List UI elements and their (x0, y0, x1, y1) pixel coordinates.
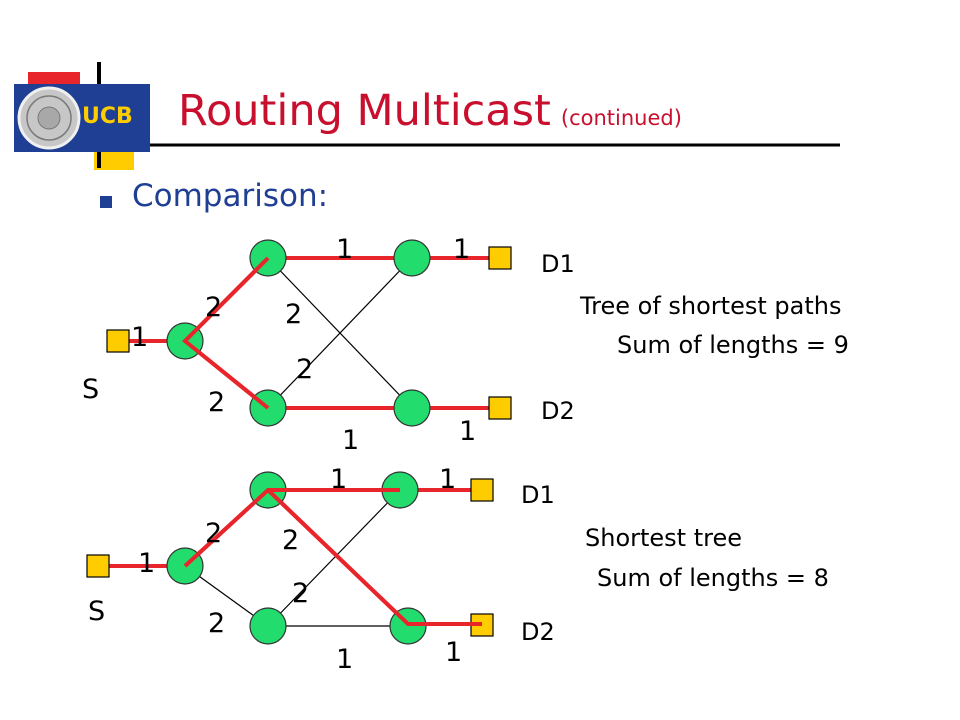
title-suffix: (continued) (560, 106, 682, 130)
d1-edge-label-c-d: 2 (296, 354, 314, 385)
logo-text: UCB (82, 104, 133, 129)
tree-path-b-a-c (182, 256, 270, 410)
edge-c-d (267, 257, 413, 409)
tree-path-b-e-d2 (266, 488, 482, 626)
bullet-marker (100, 196, 112, 208)
d1-edge-label-b-e: 2 (285, 299, 303, 330)
dest2-node (488, 396, 512, 420)
slide-title: Routing Multicast (continued) (178, 86, 682, 136)
router-node-d (393, 239, 431, 277)
d1-edge-label-a-c: 2 (208, 387, 226, 418)
d2-edge-label-s-a: 1 (138, 548, 156, 579)
d2-edge-label-b-e: 2 (282, 525, 300, 556)
d2-edge-label-d-d1: 1 (439, 464, 457, 495)
d1-caption-line2: Sum of lengths = 9 (617, 331, 849, 359)
d2-dest1-label: D1 (521, 481, 555, 509)
d2-edge-label-e-d2: 1 (445, 637, 463, 668)
d1-dest2-label: D2 (541, 397, 575, 425)
d1-caption-line1: Tree of shortest paths (580, 292, 842, 320)
d2-edge-label-b-d: 1 (330, 464, 348, 495)
d2-edge-label-a-b: 2 (205, 518, 223, 549)
d1-dest1-label: D1 (541, 250, 575, 278)
d2-caption-line2: Sum of lengths = 8 (597, 564, 829, 592)
diagram-shortest-tree (86, 471, 494, 645)
d1-edge-label-a-b: 2 (205, 292, 223, 323)
d2-edge-label-a-c: 2 (208, 608, 226, 639)
d1-edge-label-c-e: 1 (342, 425, 360, 456)
d1-edge-label-d-d1: 1 (453, 234, 471, 265)
d2-edge-label-c-e: 1 (336, 644, 354, 675)
d1-source-label: S (82, 374, 100, 405)
router-node-c (249, 607, 287, 645)
source-node (106, 329, 130, 353)
d2-source-label: S (88, 596, 106, 627)
dest1-node (488, 246, 512, 270)
d2-edge-label-c-d: 2 (292, 578, 310, 609)
d2-dest2-label: D2 (521, 618, 555, 646)
d1-edge-label-s-a: 1 (131, 322, 149, 353)
source-node (86, 554, 110, 578)
bullet-text: Comparison: (132, 178, 329, 214)
diagram-shortest-paths (106, 239, 512, 427)
router-node-e (393, 389, 431, 427)
title-main: Routing Multicast (178, 86, 551, 136)
edge-c-d (267, 489, 401, 627)
d2-caption-line1: Shortest tree (585, 524, 742, 552)
d1-edge-label-e-d2: 1 (459, 416, 477, 447)
d1-edge-label-b-d: 1 (336, 234, 354, 265)
dest1-node (470, 478, 494, 502)
